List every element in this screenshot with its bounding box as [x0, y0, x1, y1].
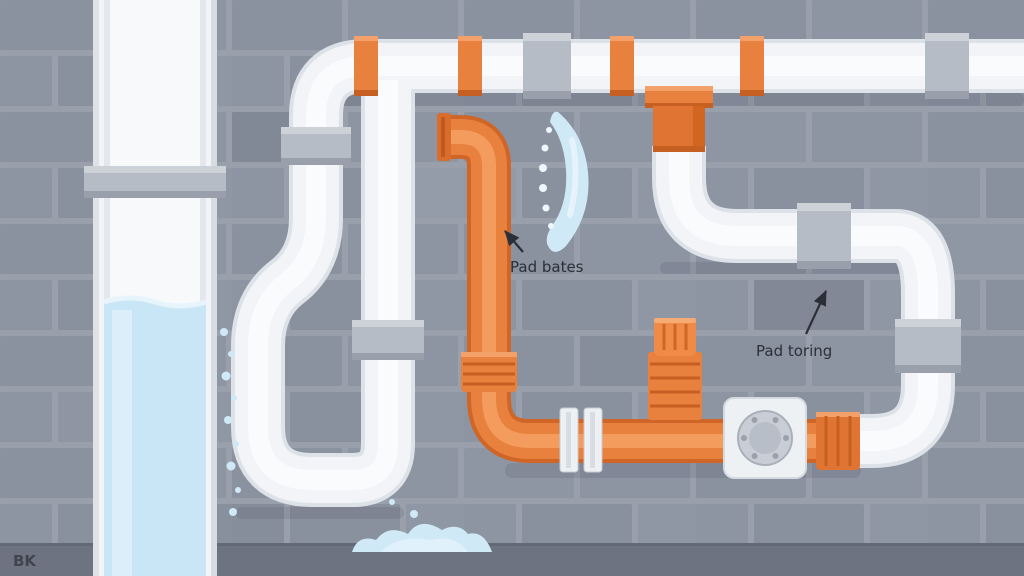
orange-ridged-union-vertical [461, 352, 517, 392]
pipe-couplings [84, 33, 969, 373]
orange-pipe-assembly [437, 86, 860, 479]
annotations: Pad bates Pad toring [504, 230, 832, 360]
second-vertical-collar [352, 320, 424, 360]
annotation-label-water-leak: Pad bates [510, 258, 584, 276]
orange-connector-top [645, 86, 713, 152]
annotation-arrow-coupling [805, 290, 827, 335]
top-pipe-gray-coupling-1 [523, 33, 571, 99]
leak-droplets [220, 328, 241, 516]
orange-open-end-flange [437, 113, 451, 161]
white-pipe-network [231, 39, 1024, 507]
left-standpipe [93, 0, 217, 576]
watermark: BK [13, 552, 37, 570]
annotation-label-coupling: Pad toring [756, 342, 832, 360]
orange-ridged-union-right [816, 412, 860, 470]
splash-puddle [352, 499, 492, 552]
valve-flange-fitting [723, 397, 807, 479]
white-flange-pair [559, 407, 603, 473]
top-pipe-gray-coupling-2 [925, 33, 969, 99]
standpipe-collar [84, 166, 226, 198]
water-leak-drop [539, 111, 589, 252]
right-white-pipe [652, 146, 955, 468]
left-vertical-collar [281, 127, 351, 165]
top-pipe-orange-couplings [354, 36, 764, 96]
right-pipe-horizontal-coupling [797, 203, 851, 269]
right-pipe-vertical-coupling [895, 319, 961, 373]
annotation-arrow-water-leak [504, 230, 524, 253]
leak-bubbles [539, 127, 554, 229]
threaded-tee-fitting [648, 318, 702, 420]
